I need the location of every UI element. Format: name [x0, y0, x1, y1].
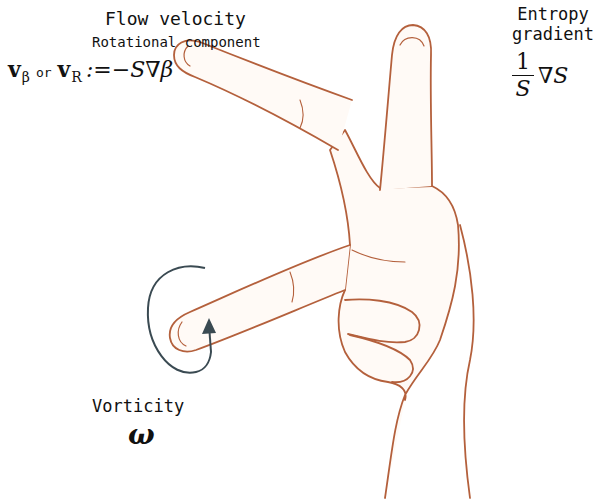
formula: vβorvR:=−S∇β: [8, 56, 173, 82]
rotation-arrow: [148, 266, 211, 372]
numerator: 1: [512, 50, 534, 76]
middle-nail: [178, 322, 186, 346]
hand-wrist-edge: [460, 225, 474, 498]
middle-finger: [170, 245, 350, 352]
vector-symbol: v: [58, 56, 71, 82]
axis-title: Flow velocity: [105, 8, 246, 29]
thumb: [380, 25, 432, 190]
rotation-arrowhead: [202, 318, 216, 334]
vorticity-symbol: ω: [128, 418, 155, 451]
formula: 1S∇S: [512, 50, 568, 101]
formula-definition: :=−S∇β: [86, 57, 173, 82]
axis-title: Vorticity: [92, 396, 184, 416]
thumb-nail: [400, 38, 424, 46]
axis-subtitle: Rotational component: [92, 34, 261, 50]
axis-title: Entropy gradient: [500, 4, 606, 45]
knuckle-line: [352, 250, 405, 262]
index-finger: [174, 40, 352, 150]
subscript: β: [22, 69, 30, 85]
vector-symbol: v: [8, 56, 21, 82]
middle-crease: [290, 272, 294, 302]
index-crease: [300, 100, 303, 128]
denominator: S: [515, 76, 530, 101]
subscript: R: [71, 69, 82, 85]
gradient-term: ∇S: [538, 63, 568, 88]
conjunction: or: [36, 65, 52, 80]
fraction: 1S: [512, 50, 534, 101]
curled-fingers-2: [350, 335, 413, 382]
